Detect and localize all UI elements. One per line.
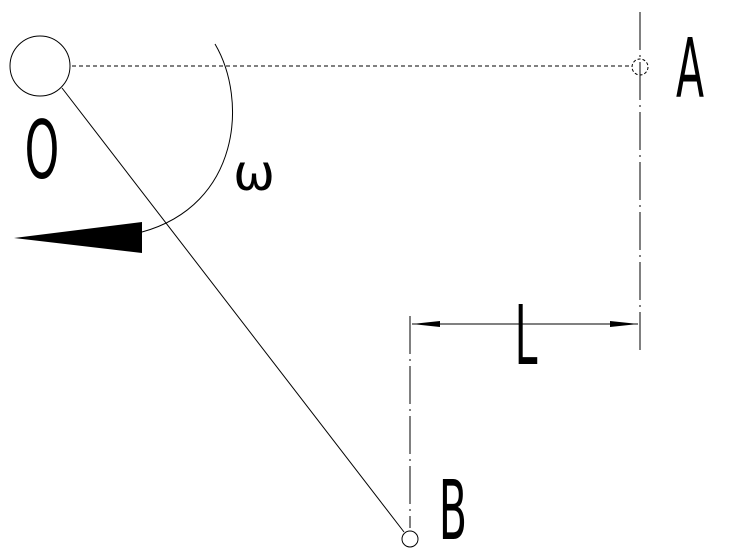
label-distance: L [515, 289, 538, 384]
label-point-b: B [439, 464, 467, 556]
label-origin: O [25, 105, 60, 198]
rotation-arrow-icon [14, 222, 142, 253]
label-point-a: A [676, 22, 704, 117]
dimension-arrow-right [610, 321, 638, 327]
point-b-marker [401, 530, 419, 548]
label-angular-velocity: ω [233, 144, 275, 202]
dimension-arrow-left [412, 321, 440, 327]
arm-ob [61, 87, 405, 533]
origin-circle [9, 35, 71, 97]
angular-velocity-arc [141, 43, 233, 233]
